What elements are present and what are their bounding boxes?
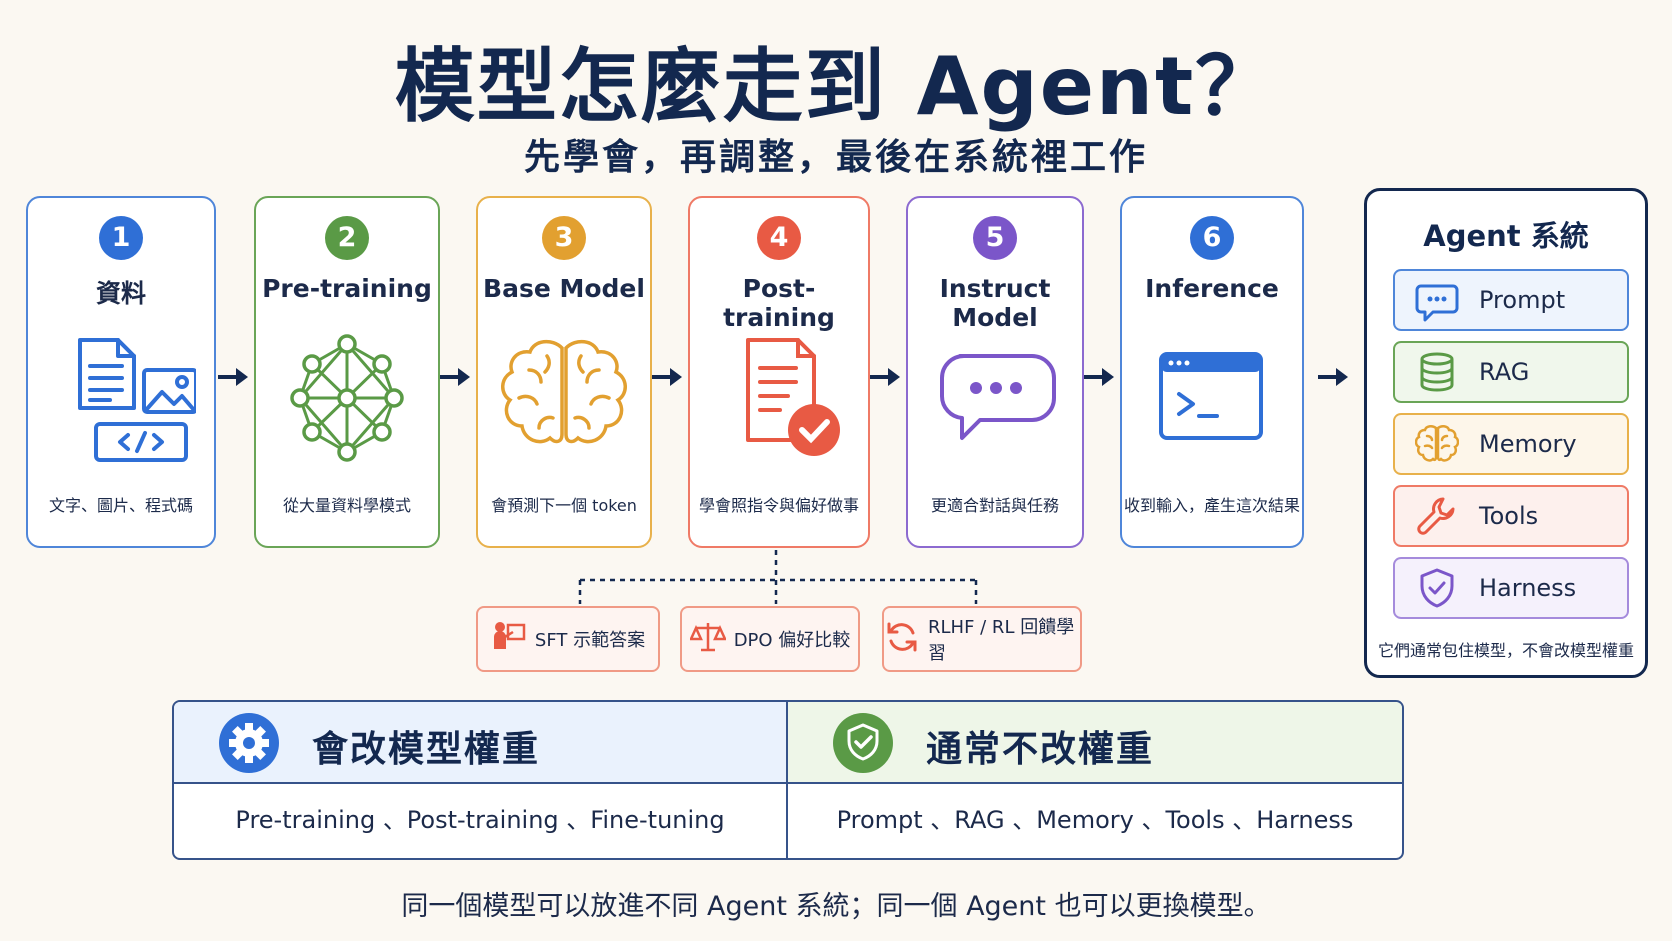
terminal-window-icon	[1137, 332, 1287, 462]
step-title: 資料	[95, 279, 146, 308]
brain-icon	[489, 332, 639, 462]
component-memory: Memory	[1393, 413, 1629, 475]
method-sft: SFT 示範答案	[476, 606, 660, 672]
method-label: RLHF / RL 回饋學習	[928, 617, 1075, 664]
step-title: Inference	[1145, 274, 1279, 303]
method-rlhf: RLHF / RL 回饋學習	[882, 606, 1082, 672]
method-label: SFT 示範答案	[534, 630, 646, 651]
step-title: Instruct Model	[939, 274, 1051, 332]
step-description: 文字、圖片、程式碼	[48, 496, 193, 515]
balance-scale-icon	[688, 619, 727, 660]
chat-bubble-icon	[920, 332, 1070, 462]
step-data: 1 資料 文字、圖片、程式碼	[26, 196, 216, 548]
shield-check-icon	[1415, 566, 1459, 610]
agent-system-note: 它們通常包住模型，不會改模型權重	[1377, 641, 1634, 660]
step-number: 4	[757, 216, 801, 260]
column-body: Pre-training 、Post-training 、Fine-tuning	[235, 806, 725, 834]
step-number: 3	[542, 216, 586, 260]
component-label: Memory	[1479, 430, 1577, 458]
weights-comparison-table: 會改模型權重 Pre-training 、Post-training 、Fine…	[172, 700, 1404, 860]
flow-arrow	[438, 365, 474, 389]
step-post-training: 4 Post-training 學會照指令與偏好做事	[688, 196, 870, 548]
component-rag: RAG	[1393, 341, 1629, 403]
brain-icon	[1414, 422, 1460, 466]
component-harness: Harness	[1393, 557, 1629, 619]
neural-network-icon	[272, 332, 422, 462]
column-body: Prompt 、RAG 、Memory 、Tools 、Harness	[836, 806, 1354, 834]
column-header: 會改模型權重	[174, 702, 786, 784]
column-title: 會改模型權重	[312, 729, 541, 770]
component-label: Harness	[1479, 574, 1577, 602]
column-title: 通常不改權重	[926, 729, 1155, 770]
step-description: 學會照指令與偏好做事	[698, 496, 859, 515]
refresh-cycle-icon	[884, 619, 920, 660]
column-header: 通常不改權重	[788, 702, 1402, 784]
step-number: 2	[325, 216, 369, 260]
changes-weights-column: 會改模型權重 Pre-training 、Post-training 、Fine…	[174, 702, 788, 858]
step-description: 收到輸入，產生這次結果	[1123, 496, 1300, 515]
flow-arrow	[216, 365, 252, 389]
footer-note: 同一個模型可以放進不同 Agent 系統；同一個 Agent 也可以更換模型。	[401, 891, 1271, 922]
gear-icon	[218, 712, 280, 774]
method-label: DPO 偏好比較	[733, 630, 851, 651]
step-instruct-model: 5 Instruct Model 更適合對話與任務	[906, 196, 1084, 548]
agent-system-title: Agent 系統	[1423, 219, 1589, 253]
component-tools: Tools	[1393, 485, 1629, 547]
chat-bubble-icon	[1415, 278, 1459, 322]
agent-system-panel: Agent 系統 Prompt RAG Memory Tools Harness…	[1364, 188, 1648, 678]
step-inference: 6 Inference 收到輸入，產生這次結果	[1120, 196, 1304, 548]
document-check-icon	[704, 332, 854, 462]
flow-arrow	[650, 365, 686, 389]
flow-arrow	[1082, 365, 1118, 389]
component-label: Tools	[1479, 502, 1539, 530]
component-label: RAG	[1479, 358, 1530, 386]
component-prompt: Prompt	[1393, 269, 1629, 331]
method-dpo: DPO 偏好比較	[680, 606, 860, 672]
step-title: Base Model	[483, 274, 645, 303]
step-description: 更適合對話與任務	[930, 496, 1059, 515]
step-number: 1	[99, 216, 143, 260]
page-subtitle: 先學會，再調整，最後在系統裡工作	[523, 137, 1148, 178]
wrench-icon	[1415, 494, 1459, 538]
flow-arrow	[1316, 365, 1352, 389]
keeps-weights-column: 通常不改權重 Prompt 、RAG 、Memory 、Tools 、Harne…	[788, 702, 1402, 858]
step-title: Pre-training	[262, 274, 432, 303]
document-image-code-icon	[46, 332, 198, 462]
database-icon	[1415, 350, 1459, 394]
step-number: 6	[1190, 216, 1234, 260]
shield-check-icon	[832, 712, 894, 774]
step-number: 5	[973, 216, 1017, 260]
step-description: 從大量資料學模式	[282, 496, 411, 515]
component-label: Prompt	[1479, 286, 1566, 314]
page-title: 模型怎麼走到 Agent？	[394, 40, 1278, 133]
step-pre-training: 2 Pre-training 從大量資料學模式	[254, 196, 440, 548]
post-training-connector	[578, 550, 978, 604]
step-title: Post-training	[723, 274, 835, 332]
step-description: 會預測下一個 token	[491, 496, 637, 515]
teacher-icon	[491, 619, 527, 660]
step-base-model: 3 Base Model 會預測下一個 token	[476, 196, 652, 548]
flow-arrow	[868, 365, 904, 389]
